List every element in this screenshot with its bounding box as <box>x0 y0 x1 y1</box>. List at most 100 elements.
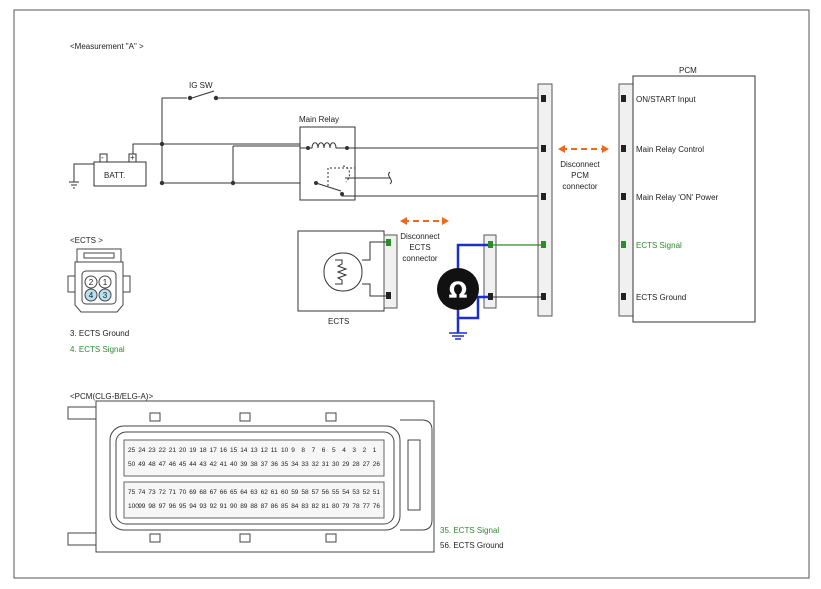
pcm-pin-number: 77 <box>363 503 371 510</box>
junction <box>230 180 236 186</box>
pcm-pin-number: 73 <box>148 489 156 496</box>
pcm-pin-number: 82 <box>312 503 320 510</box>
pcm-pin-number: 33 <box>301 461 309 468</box>
ig-switch-label: IG SW <box>189 81 213 90</box>
ects-connector-title: <ECTS > <box>70 236 103 245</box>
pcm-pin-number: 85 <box>281 503 289 510</box>
pcm-pin-number: 37 <box>261 461 269 468</box>
pcm-pin-number: 22 <box>159 447 167 454</box>
battery: - + BATT. <box>93 153 147 187</box>
pcm-pin-number: 63 <box>250 489 258 496</box>
pcm-legend-signal: 35. ECTS Signal <box>440 526 499 535</box>
pcm-pin-number: 1 <box>373 447 377 454</box>
pcm-pin-number: 47 <box>159 461 167 468</box>
pcm-pin-number: 51 <box>373 489 381 496</box>
pcm-pin-number: 78 <box>352 503 360 510</box>
pcm-pin-number: 54 <box>342 489 350 496</box>
pcm-pin-number: 88 <box>250 503 258 510</box>
pcm-pin-number: 90 <box>230 503 238 510</box>
pcm-legend-ground: 56. ECTS Ground <box>440 541 504 550</box>
pcm-pin-number: 6 <box>322 447 326 454</box>
pcm-pin-number: 67 <box>210 489 218 496</box>
pcm-pin-number: 53 <box>352 489 360 496</box>
pcm-connector-title: <PCM(CLG-B/ELG-A)> <box>70 392 153 401</box>
pcm-pin-number: 32 <box>312 461 320 468</box>
pcm-pin-number: 89 <box>240 503 248 510</box>
disconnect-ects-line3: connector <box>402 254 437 263</box>
measurement-title: <Measurement "A" > <box>70 42 144 51</box>
disconnect-pcm-line2: PCM <box>571 171 589 180</box>
pcm-pin-number: 29 <box>342 461 350 468</box>
pcm-pin-number: 42 <box>210 461 218 468</box>
pcm-pin-number: 20 <box>179 447 187 454</box>
pcm-pin-number: 34 <box>291 461 299 468</box>
junction <box>159 180 165 186</box>
battery-minus-label: - <box>101 153 104 162</box>
pcm-pin-number: 10 <box>281 447 289 454</box>
pcm-pin-number: 70 <box>179 489 187 496</box>
pcm-pin-number: 93 <box>199 503 207 510</box>
ig-switch: IG SW <box>187 81 219 101</box>
pcm-pin-number: 41 <box>220 461 228 468</box>
pcm-pin-number: 38 <box>250 461 258 468</box>
main-relay: Main Relay <box>299 115 356 201</box>
pcm-pin-number: 45 <box>179 461 187 468</box>
pcm-pin-number: 26 <box>373 461 381 468</box>
pcm-pin-number: 83 <box>301 503 309 510</box>
ects-legend-ground: 3. ECTS Ground <box>70 329 129 338</box>
ects-pin-1: 1 <box>103 278 108 287</box>
pcm-pin-number: 39 <box>240 461 248 468</box>
main-relay-label: Main Relay <box>299 115 339 124</box>
pcm-side-connector <box>537 83 553 317</box>
pcm-pin-number: 7 <box>312 447 316 454</box>
disconnect-pcm-arrow <box>558 145 609 153</box>
disconnect-ects-line1: Disconnect <box>400 232 440 241</box>
pcm-terminal-on-start: ON/START Input <box>636 95 696 104</box>
pcm-pin-number: 43 <box>199 461 207 468</box>
pcm-pin-number: 4 <box>342 447 346 454</box>
power-wiring <box>132 97 541 197</box>
pcm-pin-number: 52 <box>363 489 371 496</box>
pcm-pin-number: 24 <box>138 447 146 454</box>
pcm-pin-number: 68 <box>199 489 207 496</box>
pcm-pin-number: 23 <box>148 447 156 454</box>
pcm-pin-number: 11 <box>271 447 278 454</box>
pcm-pin-number: 27 <box>363 461 371 468</box>
disconnect-ects-arrow <box>400 217 449 225</box>
pcm-pin-number: 96 <box>169 503 177 510</box>
pcm-pin-number: 91 <box>220 503 228 510</box>
pcm-pin-number: 76 <box>373 503 381 510</box>
pcm-pin-number: 13 <box>250 447 258 454</box>
pcm-pin-number: 65 <box>230 489 238 496</box>
pcm-pin-number: 35 <box>281 461 289 468</box>
ects-sensor <box>297 230 398 312</box>
pcm-pin-number: 21 <box>169 447 177 454</box>
pcm-pin-number: 56 <box>322 489 330 496</box>
pcm-pin-number: 17 <box>210 447 218 454</box>
pcm-pin-number: 81 <box>322 503 330 510</box>
pcm-pin-number: 30 <box>332 461 340 468</box>
pcm-pin-number: 61 <box>271 489 279 496</box>
pcm-pin-number: 66 <box>220 489 228 496</box>
pcm-pin-number: 86 <box>271 503 279 510</box>
battery-plus-label: + <box>130 153 135 162</box>
pcm-pin-number: 87 <box>261 503 269 510</box>
pcm-pin-number: 95 <box>179 503 187 510</box>
junction <box>159 141 165 147</box>
pcm-pin-number: 31 <box>322 461 330 468</box>
pcm-pin-number: 44 <box>189 461 197 468</box>
diagram-frame <box>13 9 810 579</box>
pcm-terminal-main-relay-power: Main Relay 'ON' Power <box>636 193 719 202</box>
pcm-pin-number: 79 <box>342 503 350 510</box>
pcm-pin-number: 74 <box>138 489 146 496</box>
pcm-pin-number: 40 <box>230 461 238 468</box>
pcm-pin-number: 75 <box>128 489 136 496</box>
pcm-pin-number: 60 <box>281 489 289 496</box>
pcm-terminal-ects-ground: ECTS Ground <box>636 293 686 302</box>
ects-pin-2: 2 <box>89 278 94 287</box>
pcm-pin-number: 100 <box>128 503 139 510</box>
ohm-icon: Ω <box>449 279 468 304</box>
pcm-pin-number: 46 <box>169 461 177 468</box>
